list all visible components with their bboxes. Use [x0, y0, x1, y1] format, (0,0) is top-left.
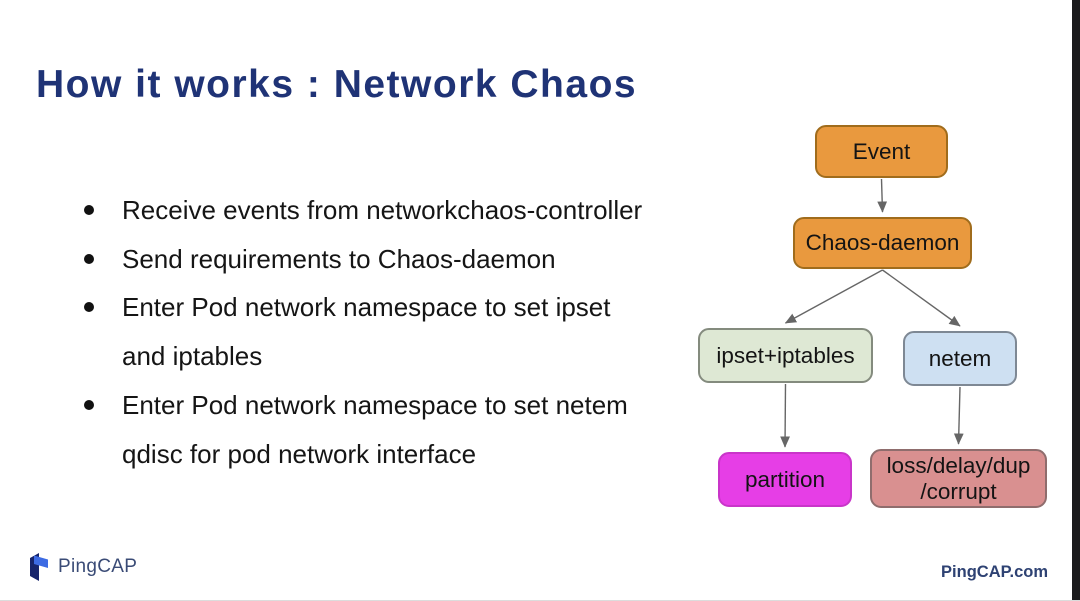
bullet-dot-icon	[84, 399, 94, 410]
bullet-text: Receive events from networkchaos-control…	[122, 195, 643, 225]
slide-title: How it works : Network Chaos	[36, 63, 638, 106]
edge-ipset-iptables-to-partition	[780, 383, 790, 448]
node-ipset-iptables: ipset+iptables	[698, 328, 873, 383]
bullet-text: Enter Pod network namespace to set netem…	[122, 389, 628, 469]
bullet-dot-icon	[84, 253, 94, 264]
bullet-dot-icon	[84, 205, 94, 215]
bullet-list: Receive events from networkchaos-control…	[84, 186, 642, 478]
bullet-item: Enter Pod network namespace to set netem…	[84, 381, 642, 478]
edge-chaos-daemon-to-netem	[882, 269, 961, 327]
node-loss-delay-dup-corrupt: loss/delay/dup /corrupt	[870, 449, 1047, 508]
bullet-dot-icon	[84, 302, 94, 313]
edge-event-to-chaos-daemon	[877, 178, 888, 213]
node-netem: netem	[903, 331, 1017, 386]
footer-site-text: PingCAP.com	[941, 563, 1048, 581]
pingcap-logo-text: PingCAP	[58, 556, 138, 577]
right-edge-bar	[1072, 0, 1080, 601]
bullet-text: Enter Pod network namespace to set ipset…	[122, 292, 611, 372]
bullet-item: Enter Pod network namespace to set ipset…	[84, 283, 642, 380]
node-event: Event	[815, 125, 948, 178]
pingcap-logo: PingCAP	[27, 551, 137, 583]
bullet-item: Receive events from networkchaos-control…	[84, 186, 642, 235]
bullet-text: Send requirements to Chaos-daemon	[122, 243, 556, 274]
bullet-item: Send requirements to Chaos-daemon	[84, 235, 642, 284]
node-chaos-daemon: Chaos-daemon	[793, 217, 972, 269]
edge-chaos-daemon-to-ipset-iptables	[784, 269, 883, 324]
node-partition: partition	[718, 452, 852, 507]
pingcap-logo-icon	[30, 553, 48, 581]
edge-netem-to-loss-delay-dup-corrupt	[953, 386, 964, 445]
